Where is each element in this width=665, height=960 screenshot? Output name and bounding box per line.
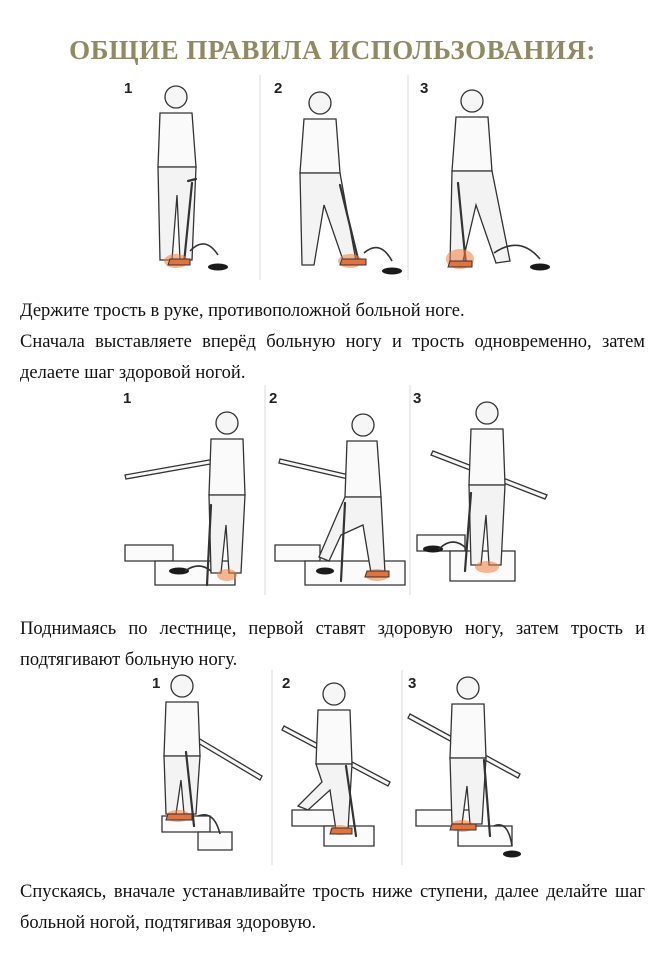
walking-man-standing <box>157 85 228 271</box>
panel-number: 1 <box>123 390 131 407</box>
panel-number: 3 <box>413 390 421 407</box>
walking-man-step <box>299 91 402 275</box>
page-title: ОБЩИЕ ПРАВИЛА ИСПОЛЬЗОВАНИЯ: <box>69 35 596 65</box>
stairs-down-panel-2 <box>281 682 391 847</box>
panel-number: 3 <box>420 80 428 97</box>
instruction-walking: Держите трость в руке, противоположной б… <box>20 296 645 389</box>
figure-stairs-up: 1 2 3 <box>123 385 548 595</box>
instruction-line: Держите трость в руке, противоположной б… <box>20 301 465 321</box>
stairs-up-panel-3 <box>416 401 548 582</box>
instruction-line: Поднимаясь по лестнице, первой ставят зд… <box>20 619 645 670</box>
walking-man-follow <box>446 89 550 271</box>
figure-stairs-down: 1 2 3 <box>152 670 521 865</box>
panel-number: 1 <box>124 80 132 97</box>
figure-walking: 1 2 3 <box>124 75 550 280</box>
instruction-line: Сначала выставляете вперёд больную ногу … <box>20 332 645 383</box>
stairs-up-panel-2 <box>274 413 406 586</box>
stairs-down-panel-3 <box>407 676 521 858</box>
panel-number: 1 <box>152 675 160 692</box>
panel-number: 2 <box>282 675 290 692</box>
panel-number: 2 <box>274 80 282 97</box>
stairs-down-panel-1 <box>161 674 263 851</box>
stairs-up-panel-1 <box>124 411 246 587</box>
panel-number: 3 <box>408 675 416 692</box>
instruction-line: Спускаясь, вначале устанавливайте трость… <box>20 882 645 933</box>
panel-number: 2 <box>269 390 277 407</box>
instruction-stairs-down: Спускаясь, вначале устанавливайте трость… <box>20 877 645 939</box>
instruction-stairs-up: Поднимаясь по лестнице, первой ставят зд… <box>20 614 645 676</box>
